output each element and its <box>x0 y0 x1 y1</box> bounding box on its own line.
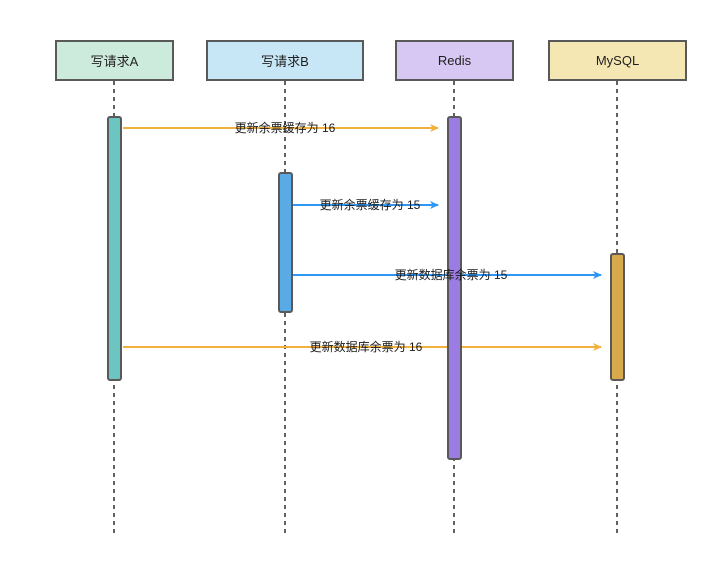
message-label-3: 更新数据库余票为 15 <box>394 268 508 282</box>
message-label-1: 更新余票缓存为 16 <box>234 121 336 135</box>
participant-label: MySQL <box>595 53 640 68</box>
activation-bar-write-request-a <box>107 116 122 381</box>
participant-header-redis: Redis <box>395 40 514 81</box>
activation-bar-write-request-b <box>278 172 293 313</box>
activation-bar-redis <box>447 116 462 460</box>
message-label-2: 更新余票缓存为 15 <box>319 198 421 212</box>
participant-label: Redis <box>437 53 472 68</box>
participant-header-write-request-a: 写请求A <box>55 40 174 81</box>
participant-header-mysql: MySQL <box>548 40 687 81</box>
message-label-4: 更新数据库余票为 16 <box>309 340 423 354</box>
activation-bar-mysql <box>610 253 625 381</box>
participant-label: 写请求B <box>261 54 309 69</box>
participant-header-write-request-b: 写请求B <box>206 40 364 81</box>
participant-label: 写请求A <box>90 54 139 69</box>
